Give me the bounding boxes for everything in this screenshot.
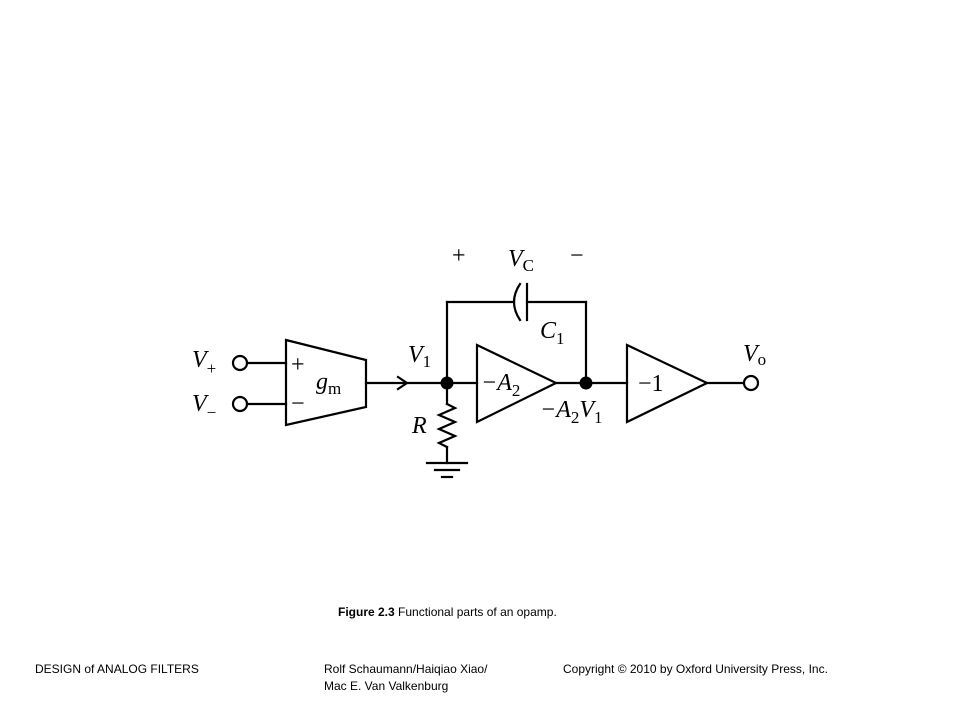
vo-label: Vo: [743, 341, 766, 369]
c1-label: C1: [540, 318, 565, 348]
footer-book-title: DESIGN of ANALOG FILTERS: [35, 662, 199, 676]
footer-copyright: Copyright © 2010 by Oxford University Pr…: [563, 662, 828, 676]
vc-label: VC: [508, 246, 534, 275]
amp-a2-label: −A2: [481, 370, 520, 400]
gm-label: gm: [316, 369, 341, 398]
vc-minus-label: −: [570, 243, 584, 269]
gm-block: [284, 338, 368, 427]
v-plus-terminal: [231, 354, 249, 372]
resistor-r: [436, 402, 458, 449]
amp-unity: [625, 343, 710, 424]
gm-minus-label: −: [291, 391, 305, 417]
amp-a2: [475, 343, 559, 424]
footer-authors: Rolf Schaumann/Haiqiao Xiao/ Mac E. Van …: [324, 661, 487, 695]
figure-caption: Figure 2.3 Functional parts of an opamp.: [338, 605, 557, 619]
v1-label: V1: [408, 342, 431, 371]
current-arrow-icon: [396, 375, 409, 391]
capacitor-c1-curved-plate: [512, 282, 522, 322]
gm-plus-label: +: [291, 352, 305, 378]
figure-title: Functional parts of an opamp.: [394, 605, 557, 619]
footer-authors-line-1: Rolf Schaumann/Haiqiao Xiao/: [324, 662, 488, 676]
v-minus-terminal: [231, 395, 249, 413]
r-label: R: [411, 413, 427, 439]
v-minus-label: V−: [192, 391, 216, 422]
vo-terminal: [742, 374, 760, 392]
amp-unity-label: −1: [638, 371, 664, 397]
footer-authors-line-2: Mac E. Van Valkenburg: [324, 679, 449, 693]
v-plus-label: V+: [192, 347, 216, 378]
vc-plus-label: +: [452, 243, 466, 269]
figure-number: Figure 2.3: [338, 605, 395, 619]
a2v1-label: −A2V1: [540, 397, 603, 427]
